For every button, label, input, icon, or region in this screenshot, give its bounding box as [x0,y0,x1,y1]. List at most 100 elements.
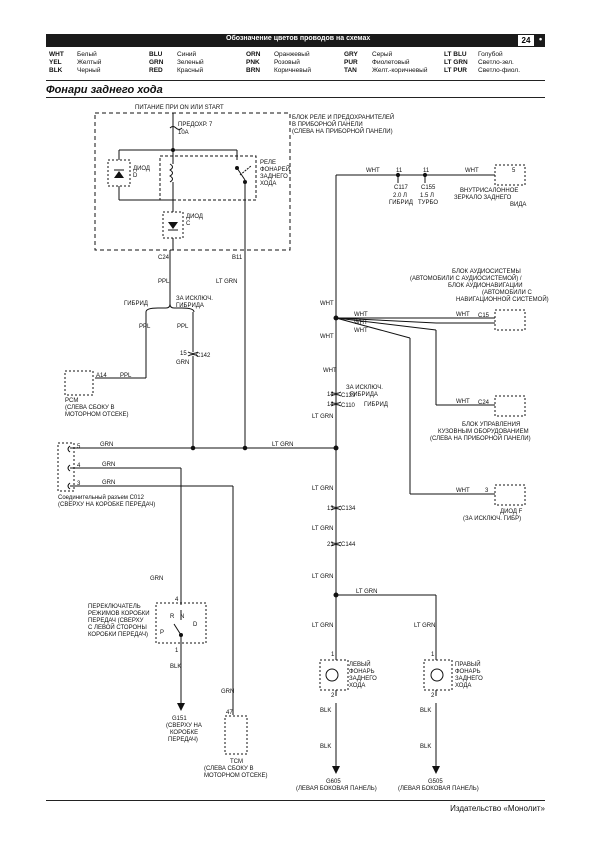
connector-c012 [57,442,75,492]
svg-text:ЗЕРКАЛО ЗАДНЕГО: ЗЕРКАЛО ЗАДНЕГО [454,195,512,201]
svg-text:(ЛЕВАЯ БОКОВАЯ ПАНЕЛЬ): (ЛЕВАЯ БОКОВАЯ ПАНЕЛЬ) [398,786,479,792]
svg-text:КОРОБКЕ: КОРОБКЕ [170,730,198,736]
power-label: ПИТАНИЕ ПРИ ON ИЛИ START [135,105,224,111]
svg-text:5: 5 [512,168,516,174]
svg-text:WHT: WHT [456,399,470,405]
svg-text:GRN: GRN [100,442,113,448]
svg-text:1.5 Л: 1.5 Л [420,193,434,199]
svg-text:НАВИГАЦИОННОЙ СИСТЕМОЙ): НАВИГАЦИОННОЙ СИСТЕМОЙ) [456,295,549,303]
svg-text:14: 14 [327,392,334,398]
right-lamp-label: ПРАВЫЙ [455,660,481,668]
diode-d-label: ДИОД [133,166,150,172]
page-number: 439 [551,35,567,45]
svg-text:WHT: WHT [366,168,380,174]
publisher-footer: Издательство «Монолит» [450,804,545,813]
svg-text:ЗА ИСКЛЮЧ.: ЗА ИСКЛЮЧ. [176,296,213,302]
svg-text:ГИБРИД: ГИБРИД [124,301,148,307]
svg-text:(СЛЕВА НА ПРИБОРНОЙ ПАНЕЛИ): (СЛЕВА НА ПРИБОРНОЙ ПАНЕЛИ) [292,127,393,135]
svg-text:LT GRN: LT GRN [414,623,435,629]
svg-text:C144: C144 [341,542,356,548]
section-title: Фонари заднего хода [46,84,163,96]
svg-text:PPL: PPL [120,373,132,379]
svg-text:4: 4 [175,597,179,603]
diode-f-box [494,484,526,506]
svg-text:ФОНАРЬ: ФОНАРЬ [349,669,375,675]
diagram-labels: ПИТАНИЕ ПРИ ON ИЛИ START ПРЕДОХР. 7 10A … [58,105,549,792]
svg-text:2: 2 [431,693,435,699]
legend-title: Обозначение цветов проводов на схемах [226,35,371,42]
svg-text:ПЕРЕДАЧ): ПЕРЕДАЧ) [168,737,198,743]
svg-text:C139: C139 [341,393,356,399]
right-lamp-box [423,659,453,691]
c012-label: Соединительный разъем C012 [58,494,145,501]
section-number: 24 [518,35,534,46]
svg-text:2.0 Л: 2.0 Л [393,193,407,199]
svg-text:2: 2 [331,693,335,699]
tcm-box [224,715,248,755]
svg-text:WHT: WHT [354,320,368,326]
c24-label: C24 [158,255,170,261]
svg-text:P: P [160,630,164,636]
svg-text:BLK: BLK [320,744,331,750]
footer-divider [46,800,545,801]
svg-text:ЗАДНЕГО: ЗАДНЕГО [349,676,377,682]
fuse-block-outline [94,112,291,251]
svg-text:WHT: WHT [456,312,470,318]
svg-text:ТУРБО: ТУРБО [418,200,438,206]
svg-text:LT GRN: LT GRN [216,279,237,285]
svg-text:11: 11 [423,168,430,174]
svg-text:LT GRN: LT GRN [312,574,333,580]
svg-text:C117: C117 [394,185,409,191]
svg-text:LT GRN: LT GRN [312,486,333,492]
b11-label: B11 [232,255,243,261]
svg-text:(ЗА ИСКЛЮЧ. ГИБР): (ЗА ИСКЛЮЧ. ГИБР) [463,516,521,522]
svg-text:13: 13 [327,506,334,512]
svg-text:ЗАДНЕГО: ЗАДНЕГО [260,174,288,180]
svg-text:ГИБРИД: ГИБРИД [364,402,388,408]
svg-text:D: D [193,622,198,628]
svg-text:C155: C155 [421,185,436,191]
svg-text:15: 15 [180,351,187,357]
svg-text:3: 3 [485,488,489,494]
relay-coil [169,163,173,183]
svg-text:14: 14 [327,402,334,408]
diode-d-symbol [114,171,124,178]
svg-text:1: 1 [175,648,179,654]
svg-text:21: 21 [327,542,334,548]
svg-text:BLK: BLK [420,744,431,750]
svg-text:N: N [180,614,184,620]
svg-text:BLK: BLK [320,708,331,714]
svg-text:БЛОК АУДИОНАВИГАЦИИ: БЛОК АУДИОНАВИГАЦИИ [448,283,523,289]
svg-text:GRN: GRN [176,360,189,366]
svg-text:(СВЕРХУ НА КОРОБКЕ ПЕРЕДАЧ): (СВЕРХУ НА КОРОБКЕ ПЕРЕДАЧ) [58,502,155,508]
svg-text:C134: C134 [341,506,356,512]
fuse-7-symbol [169,126,183,130]
svg-text:GRN: GRN [221,689,234,695]
svg-text:ФОНАРЕЙ: ФОНАРЕЙ [260,165,290,173]
svg-text:47: 47 [226,710,233,716]
svg-text:(СВЕРХУ НА: (СВЕРХУ НА [166,723,202,729]
svg-text:LT GRN: LT GRN [312,414,333,420]
svg-text:WHT: WHT [456,488,470,494]
g505-label: G505 [428,779,443,785]
section-divider [46,97,545,98]
svg-text:ЗА ИСКЛЮЧ.: ЗА ИСКЛЮЧ. [346,385,383,391]
svg-text:4: 4 [77,463,81,469]
svg-text:(СЛЕВА НА ПРИБОРНОЙ ПАНЕЛИ): (СЛЕВА НА ПРИБОРНОЙ ПАНЕЛИ) [430,434,531,442]
svg-text:PPL: PPL [139,324,151,330]
svg-text:WHT: WHT [465,168,479,174]
svg-text:ЗАДНЕГО: ЗАДНЕГО [455,676,483,682]
svg-text:В ПРИБОРНОЙ ПАНЕЛИ: В ПРИБОРНОЙ ПАНЕЛИ [292,120,363,128]
svg-text:GRN: GRN [102,462,115,468]
svg-text:LT GRN: LT GRN [312,623,333,629]
